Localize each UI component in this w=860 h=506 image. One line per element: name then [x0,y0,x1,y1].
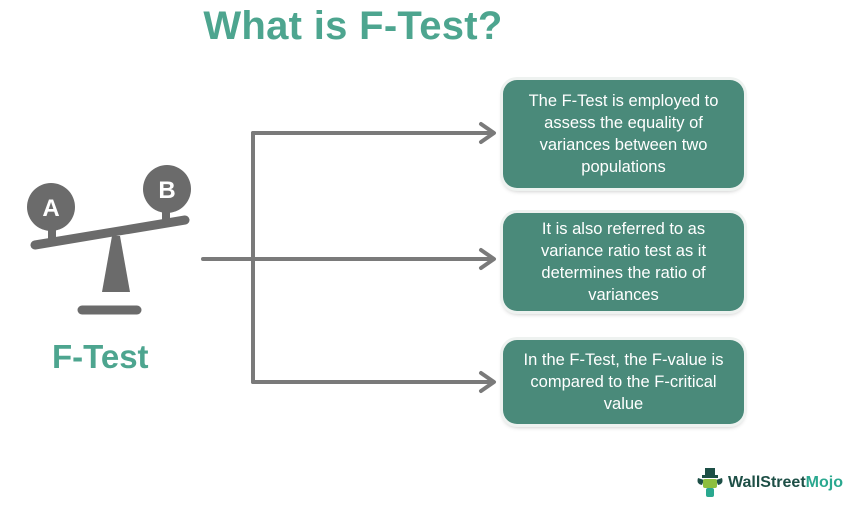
ftest-label: F-Test [52,338,149,375]
weight-b-label: B [158,177,175,204]
info-box-f-critical: In the F-Test, the F-value is compared t… [503,340,744,424]
bull-mascot-icon [697,468,723,497]
brand-logo: WallStreetMojo [696,468,843,498]
weight-a-label: A [42,195,59,222]
brand-name: WallStreetMojo [728,474,843,492]
info-box-variance-ratio: It is also referred to as variance ratio… [503,213,744,311]
info-box-equality-of-variances: The F-Test is employed to assess the equ… [503,80,744,188]
info-box-text: In the F-Test, the F-value is compared t… [523,351,724,413]
brand-name-part2: Mojo [805,474,843,491]
brand-name-part1: WallStreet [728,474,806,491]
info-box-text: The F-Test is employed to assess the equ… [528,92,719,176]
info-box-text: It is also referred to as variance ratio… [540,220,707,304]
page-title: What is F-Test? [203,4,503,48]
balance-scale-icon: A B [20,160,210,320]
